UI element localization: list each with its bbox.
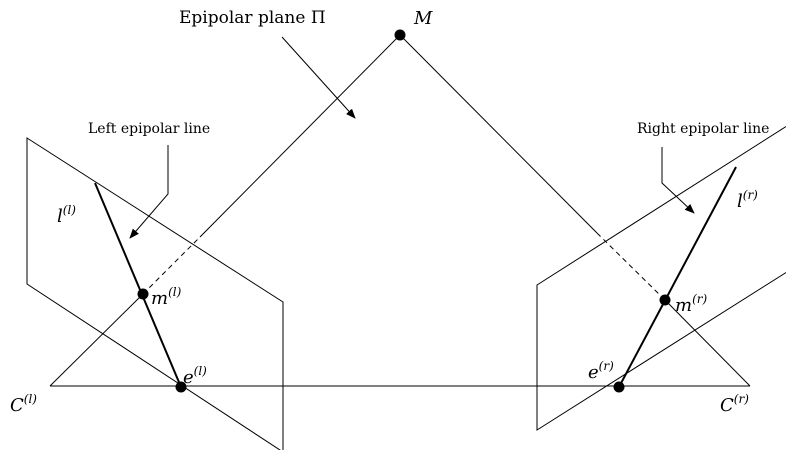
label-m-left: m(l) (151, 285, 182, 309)
label-C-left-sup: (l) (24, 392, 38, 406)
point-e-right (613, 381, 625, 393)
left-epipolar-line-label: Left epipolar line (88, 121, 210, 137)
label-m-right: m(r) (675, 292, 707, 316)
label-l-left-sup: (l) (63, 203, 77, 217)
left-ray-lower (49, 293, 144, 387)
label-l-right: l(r) (737, 188, 758, 212)
label-e-right: e(r) (588, 359, 614, 383)
left-image-plane (26, 137, 284, 450)
right-epipolar-line-label: Right epipolar line (637, 121, 769, 137)
label-l-left: l(l) (57, 203, 76, 227)
epipolar-plane-arrow (281, 36, 356, 119)
label-l-left-main: l (57, 206, 63, 227)
right-ray-hidden (596, 232, 666, 301)
right-ray-lower (664, 299, 751, 387)
left-epipolar-line (94, 182, 182, 388)
point-m-right (659, 294, 671, 306)
label-C-right-main: C (720, 395, 734, 416)
label-e-left: e(l) (183, 364, 207, 388)
right-epipolar-arrow (661, 147, 695, 214)
left-epipolar-arrow (129, 145, 169, 239)
label-C-right-sup: (r) (734, 392, 749, 406)
right-ray-upper (399, 34, 598, 234)
label-e-right-sup: (r) (599, 359, 614, 373)
epipolar-plane-label: Epipolar plane Π (179, 8, 326, 28)
left-ray-upper (199, 34, 401, 238)
label-m-left-sup: (l) (168, 285, 182, 299)
label-e-left-sup: (l) (194, 364, 208, 378)
point-m-left (137, 288, 149, 300)
point-M (394, 29, 406, 41)
label-C-left: C(l) (10, 392, 37, 416)
left-ray-hidden (142, 236, 201, 295)
label-C-left-main: C (10, 395, 24, 416)
right-image-plane (536, 125, 786, 431)
label-l-right-main: l (737, 191, 743, 212)
label-e-left-main: e (183, 367, 194, 388)
label-m-right-sup: (r) (692, 292, 707, 306)
label-l-right-sup: (r) (743, 188, 758, 202)
label-C-right: C(r) (720, 392, 749, 416)
label-e-right-main: e (588, 362, 599, 383)
right-epipolar-line (618, 166, 737, 388)
label-m-left-main: m (151, 288, 168, 309)
label-m-right-main: m (675, 295, 692, 316)
point-e-left (175, 381, 187, 393)
label-M: M (413, 8, 433, 29)
